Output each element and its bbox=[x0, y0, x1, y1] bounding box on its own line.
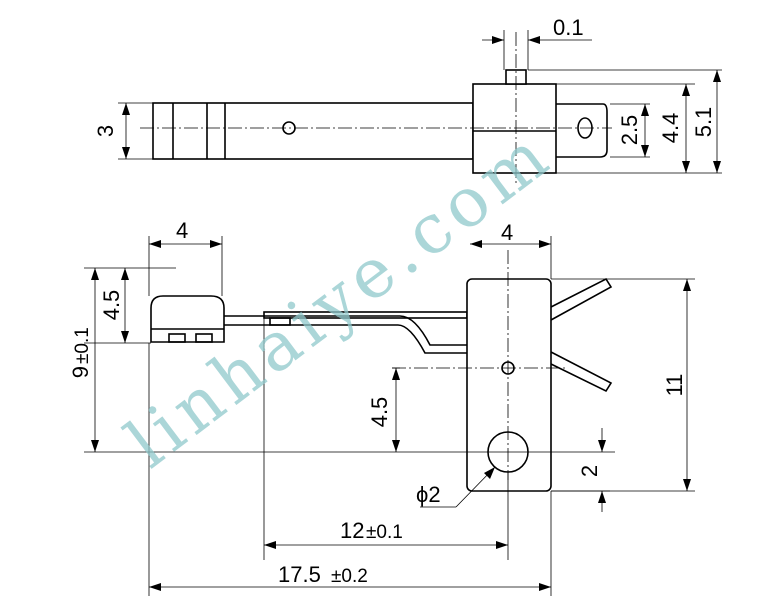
front-cap-notch-2 bbox=[195, 333, 213, 343]
front-spring-lower bbox=[224, 324, 467, 354]
front-view: 4 4 4.5 9 ±0.1 4.5 11 bbox=[68, 218, 695, 596]
front-left-cap bbox=[150, 295, 225, 343]
top-view: 3 0.1 2.5 4.4 5.1 bbox=[93, 15, 722, 185]
dim-top-3: 3 bbox=[93, 125, 118, 137]
front-plate-clip bbox=[269, 317, 291, 326]
dim-front-17-5-tol: ±0.2 bbox=[331, 566, 368, 587]
dim-front-phi-2: ϕ2 bbox=[416, 482, 441, 507]
dim-top-5-1: 5.1 bbox=[691, 107, 716, 138]
dim-front-11: 11 bbox=[662, 374, 687, 397]
dim-front-2: 2 bbox=[577, 465, 602, 477]
top-block bbox=[472, 83, 557, 174]
top-tab bbox=[556, 103, 608, 158]
front-block bbox=[466, 278, 552, 492]
front-cap-notch-1 bbox=[168, 333, 186, 343]
dim-front-4-right: 4 bbox=[501, 220, 513, 245]
front-spring-upper bbox=[224, 315, 467, 346]
dim-front-4-left: 4 bbox=[176, 218, 188, 243]
dim-front-17-5: 17.5 bbox=[278, 562, 321, 587]
front-lead-lower bbox=[550, 351, 613, 393]
front-lead-upper bbox=[550, 277, 613, 321]
dim-front-12-tol: ±0.1 bbox=[366, 522, 403, 543]
dim-front-12: 12 bbox=[340, 518, 364, 543]
dim-front-9: 9 bbox=[68, 366, 93, 378]
dim-front-9-tol: ±0.1 bbox=[72, 327, 93, 364]
dim-top-2-5: 2.5 bbox=[617, 115, 642, 146]
top-bar-body bbox=[152, 102, 474, 160]
dim-front-4-5-lower: 4.5 bbox=[367, 397, 392, 428]
dim-top-0-1: 0.1 bbox=[553, 15, 584, 40]
dim-front-4-5-upper: 4.5 bbox=[99, 290, 124, 321]
dim-top-4-4: 4.4 bbox=[658, 113, 683, 144]
